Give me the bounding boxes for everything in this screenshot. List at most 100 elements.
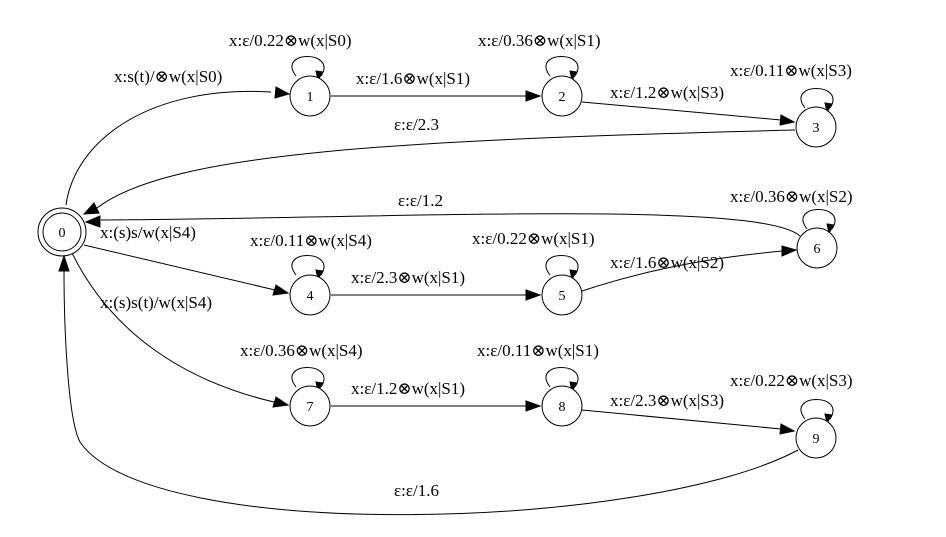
state-4[interactable]: 4 (289, 274, 331, 316)
state-4-label: 4 (307, 289, 314, 304)
state-7[interactable]: 7 (289, 385, 331, 427)
state-6-label: 6 (814, 242, 821, 257)
state-1-label: 1 (307, 90, 314, 105)
edge-1-2: x:ε/1.6⊗w(x|S1) (331, 69, 542, 102)
edge-1-1: x:ε/0.22⊗w(x|S0) (229, 31, 352, 82)
edge-1-1-line (291, 56, 325, 77)
state-1-circle (289, 75, 331, 117)
edge-0-4-label: x:(s)s/w(x|S4) (100, 223, 196, 242)
edge-0-7-arrowhead (272, 396, 290, 408)
state-3-label: 3 (813, 121, 820, 136)
edge-2-3: x:ε/1.2⊗w(x|S3) (581, 83, 796, 126)
edge-7-7: x:ε/0.36⊗w(x|S4) (240, 341, 363, 393)
state-9-circle (795, 417, 837, 459)
state-9-label: 9 (813, 432, 820, 447)
edge-9-9-label: x:ε/0.22⊗w(x|S3) (730, 371, 853, 390)
state-8-label: 8 (559, 400, 566, 415)
edge-7-7-label: x:ε/0.36⊗w(x|S4) (240, 341, 363, 360)
edge-5-5-line (545, 255, 579, 276)
edge-4-4-line (291, 255, 325, 276)
edge-6-6-label: x:ε/0.36⊗w(x|S2) (730, 187, 853, 206)
edge-9-0: ε:ε/1.6 (58, 254, 799, 516)
edge-9-0-line (63, 269, 799, 516)
edge-3-0: ε:ε/2.3 (82, 115, 796, 215)
edge-3-3-line (800, 88, 834, 109)
edge-0-7-line (71, 252, 275, 403)
edge-5-5-arrowhead (569, 269, 578, 281)
state-5[interactable]: 5 (541, 274, 583, 316)
state-2[interactable]: 2 (541, 75, 583, 117)
edge-9-9-line (800, 399, 834, 420)
edge-9-0-arrowhead (58, 254, 70, 272)
edge-4-4: x:ε/0.11⊗w(x|S4) (250, 231, 372, 281)
edge-6-6-line (802, 209, 836, 230)
edge-8-8: x:ε/0.11⊗w(x|S1) (477, 341, 599, 393)
state-7-label: 7 (307, 400, 314, 415)
edge-5-5: x:ε/0.22⊗w(x|S1) (472, 229, 595, 281)
edge-2-3-label: x:ε/1.2⊗w(x|S3) (610, 83, 724, 102)
state-5-label: 5 (559, 289, 566, 304)
edge-0-1-line (65, 90, 272, 206)
edge-3-3-label: x:ε/0.11⊗w(x|S3) (730, 61, 852, 80)
edge-0-1-label: x:s(t)/⊗w(x|S0) (114, 67, 222, 86)
edge-6-0-label: ε:ε/1.2 (398, 191, 443, 210)
edge-8-8-label: x:ε/0.11⊗w(x|S1) (477, 341, 599, 360)
edge-3-0-label: ε:ε/2.3 (394, 115, 439, 134)
edge-2-2-label: x:ε/0.36⊗w(x|S1) (478, 31, 601, 50)
edge-2-2: x:ε/0.36⊗w(x|S1) (478, 31, 601, 82)
state-3[interactable]: 3 (795, 106, 837, 148)
edge-0-4-line (83, 244, 276, 291)
state-7-circle (289, 385, 331, 427)
edge-7-7-line (291, 367, 325, 388)
edge-7-8: x:ε/1.2⊗w(x|S1) (331, 379, 542, 412)
edge-9-0-label: ε:ε/1.6 (394, 481, 439, 500)
edge-6-6: x:ε/0.36⊗w(x|S2) (730, 187, 853, 235)
edge-6-0-arrowhead (84, 215, 101, 228)
edge-1-1-label: x:ε/0.22⊗w(x|S0) (229, 31, 352, 50)
state-0-inner-ring (42, 212, 82, 252)
edge-2-3-arrowhead (779, 114, 796, 126)
edge-0-7: x:(s)s(t)/w(x|S4) (71, 252, 290, 408)
state-6[interactable]: 6 (796, 227, 838, 269)
edge-9-9: x:ε/0.22⊗w(x|S3) (730, 371, 853, 425)
state-3-circle (795, 106, 837, 148)
edge-8-8-line (545, 367, 579, 388)
state-9[interactable]: 9 (795, 417, 837, 459)
edge-0-4: x:(s)s/w(x|S4) (83, 223, 290, 296)
state-6-circle (796, 227, 838, 269)
edge-2-2-arrowhead (569, 70, 578, 82)
edge-4-5: x:ε/2.3⊗w(x|S1) (331, 268, 542, 301)
edge-2-2-line (545, 56, 579, 77)
edge-6-0-line (100, 213, 801, 237)
edge-7-8-arrowhead (525, 400, 542, 412)
edge-0-1-arrowhead (274, 86, 291, 99)
edge-8-9-label: x:ε/2.3⊗w(x|S3) (610, 391, 724, 410)
edge-4-4-label: x:ε/0.11⊗w(x|S4) (250, 231, 372, 250)
state-0[interactable]: 0 (37, 207, 87, 257)
state-8-circle (541, 385, 583, 427)
edge-5-6-arrowhead (781, 245, 798, 257)
edge-1-2-arrowhead (525, 90, 542, 102)
state-2-circle (541, 75, 583, 117)
edge-5-5-label: x:ε/0.22⊗w(x|S1) (472, 229, 595, 248)
state-0-label: 0 (59, 226, 66, 241)
edge-5-6-label: x:ε/1.6⊗w(x|S2) (610, 253, 724, 272)
edge-8-9: x:ε/2.3⊗w(x|S3) (581, 391, 796, 435)
edge-0-1: x:s(t)/⊗w(x|S0) (65, 67, 291, 206)
state-8[interactable]: 8 (541, 385, 583, 427)
edge-7-8-label: x:ε/1.2⊗w(x|S1) (351, 379, 465, 398)
edge-4-5-label: x:ε/2.3⊗w(x|S1) (351, 268, 465, 287)
edge-1-2-label: x:ε/1.6⊗w(x|S1) (356, 69, 470, 88)
edge-3-3: x:ε/0.11⊗w(x|S3) (730, 61, 852, 114)
edge-4-5-arrowhead (525, 289, 542, 301)
edge-2-3-line (581, 101, 782, 121)
edge-6-0: ε:ε/1.2 (84, 191, 801, 237)
edge-8-9-arrowhead (779, 423, 796, 435)
state-4-circle (289, 274, 331, 316)
state-2-label: 2 (559, 90, 566, 105)
edge-5-6-line (581, 250, 783, 292)
edge-6-6-arrowhead (826, 223, 835, 235)
edge-0-4-arrowhead (272, 284, 290, 296)
state-1[interactable]: 1 (289, 75, 331, 117)
